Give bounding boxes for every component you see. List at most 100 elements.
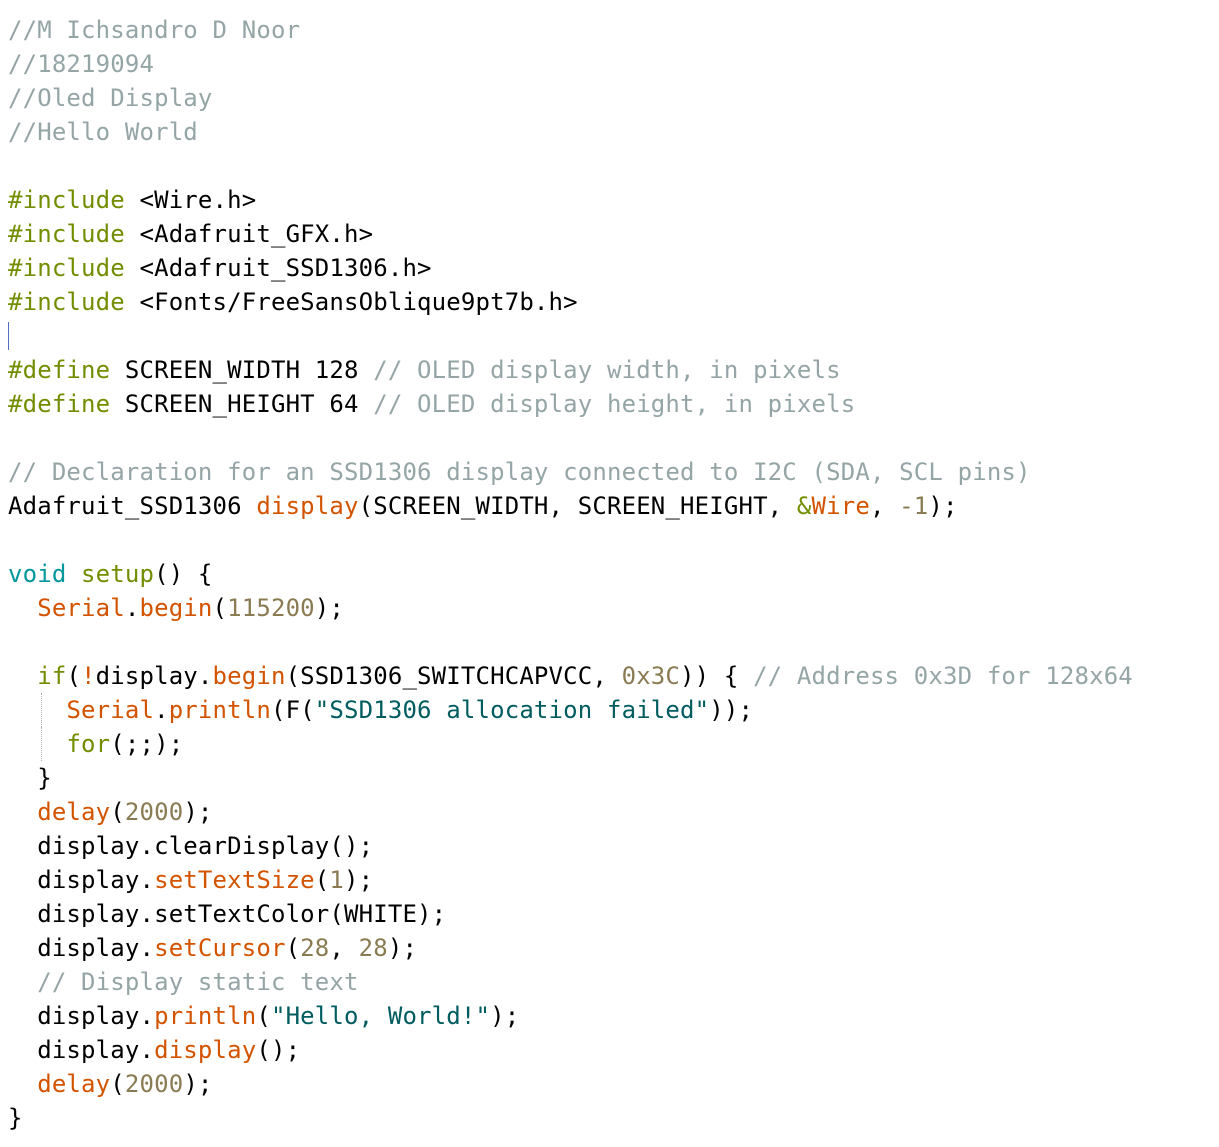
code-line[interactable]: #include <Fonts/FreeSansOblique9pt7b.h> [8, 285, 1133, 319]
code-line[interactable] [8, 625, 1133, 659]
code-function: ! [81, 662, 96, 690]
code-keyword: & [796, 492, 812, 520]
code-line[interactable]: delay(2000); [8, 1067, 1133, 1101]
code-text: (SCREEN_WIDTH, SCREEN_HEIGHT, [358, 492, 797, 520]
code-comment: //M Ichsandro D Noor [8, 16, 301, 44]
code-line[interactable]: if(!display.begin(SSD1306_SWITCHCAPVCC, … [8, 659, 1133, 693]
code-function: println [168, 696, 271, 724]
code-line[interactable]: display.setCursor(28, 28); [8, 931, 1133, 965]
code-number: 115200 [227, 594, 315, 622]
code-number: 2000 [124, 1070, 184, 1098]
code-text: (SSD1306_SWITCHCAPVCC, [285, 662, 622, 690]
code-text: ); [314, 594, 345, 622]
code-text: ( [256, 1002, 271, 1030]
code-text: ); [490, 1002, 520, 1030]
code-text: display. [8, 1036, 155, 1064]
code-line[interactable]: delay(2000); [8, 795, 1133, 829]
code-number: 0x3C [621, 662, 681, 690]
code-number: 2000 [124, 798, 184, 826]
code-line[interactable]: #define SCREEN_WIDTH 128 // OLED display… [8, 353, 1133, 387]
code-function: delay [37, 798, 111, 826]
code-comment: // Display static text [37, 968, 359, 996]
code-text: , [329, 934, 359, 962]
code-line[interactable]: display.println("Hello, World!"); [8, 999, 1133, 1033]
code-line[interactable]: void setup() { [8, 557, 1133, 591]
code-comment: // OLED display height, in pixels [373, 390, 856, 418]
code-function: begin [139, 594, 213, 622]
code-line[interactable]: } [8, 761, 1133, 795]
code-line[interactable] [8, 523, 1133, 557]
code-text: display. [8, 1002, 155, 1030]
code-line[interactable]: Serial.begin(115200); [8, 591, 1133, 625]
code-text [8, 798, 37, 826]
code-line[interactable]: display.setTextSize(1); [8, 863, 1133, 897]
code-line[interactable]: display.display(); [8, 1033, 1133, 1067]
code-line[interactable]: display.setTextColor(WHITE); [8, 897, 1133, 931]
code-text: SCREEN_HEIGHT 64 [110, 390, 374, 418]
code-text: ); [344, 866, 374, 894]
code-text [8, 662, 37, 690]
code-text: . [124, 594, 140, 622]
code-text: ( [110, 1070, 125, 1098]
code-line[interactable] [8, 319, 1133, 353]
code-line[interactable]: #include <Adafruit_SSD1306.h> [8, 251, 1133, 285]
code-text: ); [183, 798, 213, 826]
code-line[interactable]: // Display static text [8, 965, 1133, 999]
code-line[interactable]: #include <Wire.h> [8, 183, 1133, 217]
code-function: Serial [37, 594, 125, 622]
code-line[interactable]: #include <Adafruit_GFX.h> [8, 217, 1133, 251]
code-text: ( [66, 662, 82, 690]
code-text [8, 1070, 37, 1098]
code-keyword: setup [81, 560, 155, 588]
code-line[interactable]: //M Ichsandro D Noor [8, 13, 1133, 47]
code-line[interactable]: #define SCREEN_HEIGHT 64 // OLED display… [8, 387, 1133, 421]
code-function: display [154, 1036, 257, 1064]
code-line[interactable]: for(;;); [8, 727, 1133, 761]
code-line[interactable]: // Declaration for an SSD1306 display co… [8, 455, 1133, 489]
code-function: Serial [66, 696, 155, 724]
code-line[interactable] [8, 421, 1133, 455]
code-keyword: #include [8, 220, 125, 248]
code-line[interactable]: //18219094 [8, 47, 1133, 81]
code-text: . [154, 696, 169, 724]
code-line[interactable]: display.clearDisplay(); [8, 829, 1133, 863]
code-text: display.setTextColor(WHITE); [8, 900, 447, 928]
code-text: display. [8, 866, 155, 894]
code-keyword: #include [8, 254, 125, 282]
code-text: (F( [270, 696, 315, 724]
code-text: <Wire.h> [124, 186, 257, 214]
code-keyword: #define [8, 356, 111, 384]
code-text-area[interactable]: //M Ichsandro D Noor //18219094 //Oled Dis… [8, 13, 1133, 1135]
code-line[interactable] [8, 149, 1133, 183]
code-line[interactable]: } [8, 1101, 1133, 1135]
code-comment: //Oled Display [8, 84, 213, 112]
code-text: (); [256, 1036, 301, 1064]
code-text: display. [8, 934, 155, 962]
code-line[interactable]: Adafruit_SSD1306 display(SCREEN_WIDTH, S… [8, 489, 1133, 523]
code-number: 28 [358, 934, 388, 962]
code-text: ); [183, 1070, 213, 1098]
code-function: Wire [811, 492, 870, 520]
code-text: display. [95, 662, 213, 690]
code-text [8, 968, 37, 996]
code-comment: //Hello World [8, 118, 198, 146]
code-text [8, 730, 66, 758]
code-line[interactable]: //Oled Display [8, 81, 1133, 115]
code-text: } [8, 1104, 23, 1132]
code-line[interactable]: //Hello World [8, 115, 1133, 149]
code-text: (;;); [110, 730, 184, 758]
code-keyword: #define [8, 390, 111, 418]
code-text: SCREEN_WIDTH 128 [110, 356, 374, 384]
code-comment: // Declaration for an SSD1306 display co… [8, 458, 1031, 486]
code-type: void [8, 560, 67, 588]
code-comment: // Address 0x3D for 128x64 [753, 662, 1133, 690]
code-function: begin [212, 662, 286, 690]
code-keyword: if [37, 662, 67, 690]
code-line[interactable]: Serial.println(F("SSD1306 allocation fai… [8, 693, 1133, 727]
code-string: "Hello, World!" [270, 1002, 491, 1030]
code-number: 1 [329, 866, 345, 894]
code-function: display [256, 492, 359, 520]
code-text: ( [110, 798, 125, 826]
code-text: ); [928, 492, 958, 520]
